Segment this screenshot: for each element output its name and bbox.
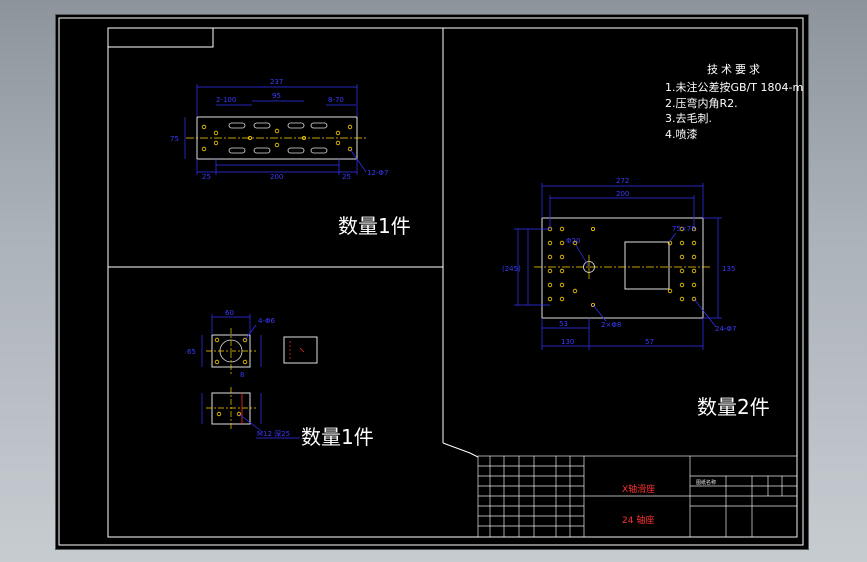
dim-bottom-right: 25 xyxy=(342,173,351,181)
small-part-side-view xyxy=(283,336,318,364)
small-part-front-view: 60 65 4-Φ6 8 xyxy=(187,309,275,379)
dim-top-right: 8-70 xyxy=(328,96,344,104)
tech-item-1: 1.未注公差按GB/T 1804-m xyxy=(665,80,803,94)
tech-item-4: 4.喷漆 xyxy=(665,128,698,141)
dimension-lines xyxy=(184,84,367,175)
title-company: 图纸名称 xyxy=(696,479,716,486)
right-dim-hole-note: 24-Φ7 xyxy=(715,325,736,333)
right-dim-height-right: 135 xyxy=(722,265,735,273)
sheet-border xyxy=(58,17,804,546)
dim-side: 75 xyxy=(170,135,179,143)
tech-item-2: 2.压弯内角R2. xyxy=(665,96,738,110)
cad-drawing: 237 2-100 95 8-70 75 25 200 25 12-Φ7 数量1… xyxy=(58,17,804,546)
dim-top-mid: 95 xyxy=(272,92,281,100)
hole-group xyxy=(201,124,353,152)
tech-item-3: 3.去毛刺. xyxy=(665,112,712,125)
quantity-label-bottom-left: 数量1件 xyxy=(301,425,374,449)
quantity-label-top-left: 数量1件 xyxy=(338,214,411,238)
dim-bottom-mid: 200 xyxy=(270,173,283,181)
right-dim-square: 75×75 xyxy=(672,225,696,233)
dim-bottom-left: 25 xyxy=(202,173,211,181)
dim-overall: 237 xyxy=(270,78,283,86)
tech-requirements: 技术要求 1.未注公差按GB/T 1804-m 2.压弯内角R2. 3.去毛刺.… xyxy=(665,63,803,141)
small-dim-note: M12 深25 xyxy=(257,429,290,438)
title-block xyxy=(477,455,798,538)
right-dim-hole-big: Φ20 xyxy=(566,237,580,245)
right-dimension-lines xyxy=(514,183,722,350)
right-part-view: 272 200 (245) 135 75×75 Φ20 53 130 57 2×… xyxy=(502,177,736,350)
small-dim-thickness: 8 xyxy=(240,371,244,379)
center-square xyxy=(624,241,670,290)
cad-viewport[interactable]: 237 2-100 95 8-70 75 25 200 25 12-Φ7 数量1… xyxy=(55,14,809,550)
dim-top-left: 2-100 xyxy=(216,96,236,104)
right-dim-bottom-a: 53 xyxy=(559,320,568,328)
corner-tab xyxy=(108,28,214,48)
main-plate-outline xyxy=(541,217,704,319)
top-left-part-view: 237 2-100 95 8-70 75 25 200 25 12-Φ7 xyxy=(170,78,388,181)
title-drawing-name: X轴滑座 xyxy=(622,483,655,495)
right-dim-bottom-c: 57 xyxy=(645,338,654,346)
right-hole-array xyxy=(667,226,697,302)
tech-title: 技术要求 xyxy=(707,63,763,76)
slot-group xyxy=(228,122,328,154)
small-part-top-view: M12 深25 xyxy=(201,387,300,439)
dim-hole-note: 12-Φ7 xyxy=(367,169,388,177)
region-edge xyxy=(442,442,479,458)
title-drawing-no: 24 轴座 xyxy=(622,514,654,526)
right-dim-inner: 200 xyxy=(616,190,629,198)
small-dim-width: 60 xyxy=(225,309,234,317)
right-dim-hole-small: 2×Φ8 xyxy=(601,321,621,329)
right-dim-overall: 272 xyxy=(616,177,629,185)
right-dim-bottom-b: 130 xyxy=(561,338,574,346)
right-dim-height-left: (245) xyxy=(502,265,521,273)
small-dim-height: 65 xyxy=(187,348,196,356)
quantity-label-right: 数量2件 xyxy=(697,395,770,419)
small-dim-hole: 4-Φ6 xyxy=(258,317,275,325)
drawing-frame xyxy=(107,27,798,538)
